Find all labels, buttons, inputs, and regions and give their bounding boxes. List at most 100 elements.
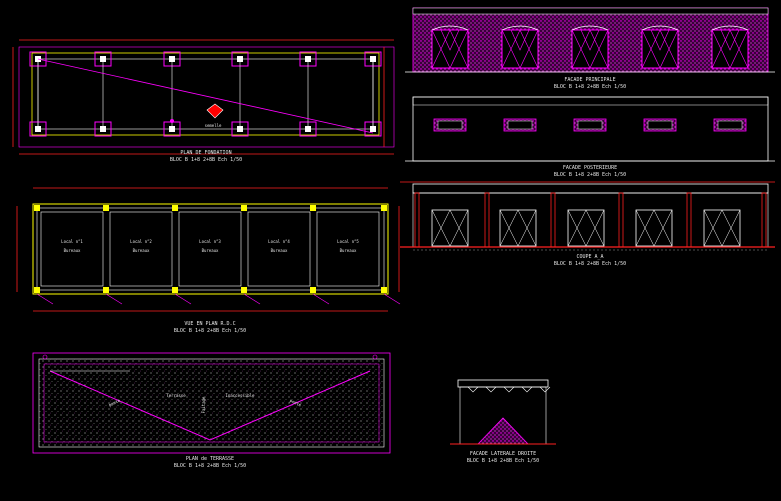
- room-name: Local n°1: [61, 239, 83, 244]
- eave-bracket: [539, 386, 551, 393]
- window-arch: [641, 25, 679, 31]
- roof-subtitle: BLOC B 1+8 2+8B Ech 1/50: [174, 463, 246, 469]
- roof-label-right: Inaccessible: [226, 393, 255, 398]
- section-bays: [414, 192, 767, 248]
- section-column: [414, 192, 420, 248]
- section-column: [761, 192, 767, 248]
- window-grille: [641, 29, 679, 69]
- room-tag: Bureaux: [271, 248, 288, 253]
- door-swing: [383, 293, 401, 305]
- window-arch: [501, 25, 539, 31]
- section-column: [550, 192, 556, 248]
- column: [310, 287, 316, 293]
- roof-plan: Terrasse Inaccessible Faitage pente pent…: [32, 352, 391, 469]
- column: [103, 287, 109, 293]
- main-facade-windows: [431, 25, 749, 69]
- roof-ridge-lines: [49, 370, 371, 441]
- door-swing: [312, 293, 330, 305]
- room-tag: Bureaux: [133, 248, 150, 253]
- column: [241, 287, 247, 293]
- room-5: Local n°5 Bureaux: [316, 211, 380, 287]
- foundation-detail-mark: [206, 103, 224, 119]
- rear-facade-title: FACADE POSTERIEURE: [563, 165, 617, 171]
- door-swing: [36, 293, 54, 305]
- roof-label-left: Terrasse: [166, 393, 186, 398]
- ground-floor-subtitle: BLOC B 1+8 2+8B Ech 1/50: [174, 328, 246, 334]
- foundation-mark-label: semelle: [205, 123, 222, 128]
- window-arch: [571, 25, 609, 31]
- foundation-footings: [29, 51, 382, 137]
- section-window: [431, 209, 469, 247]
- main-facade: FACADE PRINCIPALE BLOC B 1+8 2+8B Ech 1/…: [405, 7, 775, 90]
- column: [241, 205, 247, 211]
- roof-surface: [38, 358, 385, 448]
- ground-floor-outer-wall: [32, 203, 389, 295]
- window-frame: [641, 29, 679, 69]
- door-swing: [174, 293, 192, 305]
- room-tag: Bureaux: [340, 248, 357, 253]
- window-grille: [711, 29, 749, 69]
- room-name: Local n°4: [268, 239, 290, 244]
- main-facade-title: FACADE PRINCIPALE: [564, 77, 615, 83]
- window-grille: [501, 29, 539, 69]
- room-tag: Bureaux: [64, 248, 81, 253]
- window-frame: [571, 29, 609, 69]
- column: [310, 205, 316, 211]
- column: [172, 287, 178, 293]
- room-3: Local n°3 Bureaux: [178, 211, 242, 287]
- eave-bracket: [503, 386, 515, 393]
- window-arch: [711, 25, 749, 31]
- section-subtitle: BLOC B 1+8 2+8B Ech 1/50: [554, 261, 626, 267]
- section-window-grille: [567, 209, 605, 247]
- eave-bracket: [485, 386, 497, 393]
- section-a-a: COUPE A_A BLOC B 1+8 2+8B Ech 1/50: [400, 181, 775, 267]
- ground-floor-title: VUE EN PLAN R.D.C: [184, 321, 235, 327]
- section-column: [686, 192, 692, 248]
- side-facade: FACADE LATERALE DROITE BLOC B 1+8 2+8B E…: [450, 379, 556, 464]
- foundation-title: PLAN DE FONDATION: [180, 150, 231, 156]
- section-column: [484, 192, 490, 248]
- foundation-dimension-frame: [18, 46, 395, 148]
- section-window: [635, 209, 673, 247]
- foundation-subtitle: BLOC B 1+8 2+8B Ech 1/50: [170, 157, 242, 163]
- roof-outer-edge: [32, 352, 391, 454]
- rear-facade: FACADE POSTERIEURE BLOC B 1+8 2+8B Ech 1…: [405, 96, 775, 178]
- window-grille: [431, 29, 469, 69]
- high-window-glass: [717, 120, 743, 130]
- section-column: [618, 192, 624, 248]
- column: [381, 205, 387, 211]
- rear-facade-windows: [433, 118, 747, 132]
- window-grille: [571, 29, 609, 69]
- foundation-outline: [31, 52, 380, 136]
- eave-bracket: [521, 386, 533, 393]
- ground-floor-plan: Local n°1 Bureaux Local n°2 Bureaux Loca…: [16, 187, 401, 334]
- roof-label-center: Faitage: [201, 396, 206, 413]
- ground-floor-columns: [34, 205, 401, 305]
- section-slab: [412, 183, 769, 194]
- roof-title: PLAN de TERRASSE: [186, 456, 234, 462]
- main-facade-subtitle: BLOC B 1+8 2+8B Ech 1/50: [554, 84, 626, 90]
- roof-slope-right: pente: [289, 398, 303, 408]
- room-name: Local n°2: [130, 239, 152, 244]
- side-facade-title: FACADE LATERALE DROITE: [470, 451, 536, 457]
- side-facade-subtitle: BLOC B 1+8 2+8B Ech 1/50: [467, 458, 539, 464]
- roof-slope-left: pente: [108, 398, 122, 408]
- foundation-plan: semelle PLAN DE FONDATION BLOC B 1+8 2+8…: [12, 39, 395, 163]
- door-swing: [105, 293, 123, 305]
- room-2: Local n°2 Bureaux: [109, 211, 173, 287]
- high-window-glass: [577, 120, 603, 130]
- section-title: COUPE A_A: [576, 254, 603, 260]
- high-window-glass: [647, 120, 673, 130]
- section-window: [567, 209, 605, 247]
- room-tag: Bureaux: [202, 248, 219, 253]
- column: [103, 205, 109, 211]
- column: [172, 205, 178, 211]
- section-window: [703, 209, 741, 247]
- side-facade-gable: [477, 417, 529, 445]
- section-window-grille: [499, 209, 537, 247]
- window-frame: [711, 29, 749, 69]
- column: [381, 287, 387, 293]
- room-4: Local n°4 Bureaux: [247, 211, 311, 287]
- high-window-glass: [437, 120, 463, 130]
